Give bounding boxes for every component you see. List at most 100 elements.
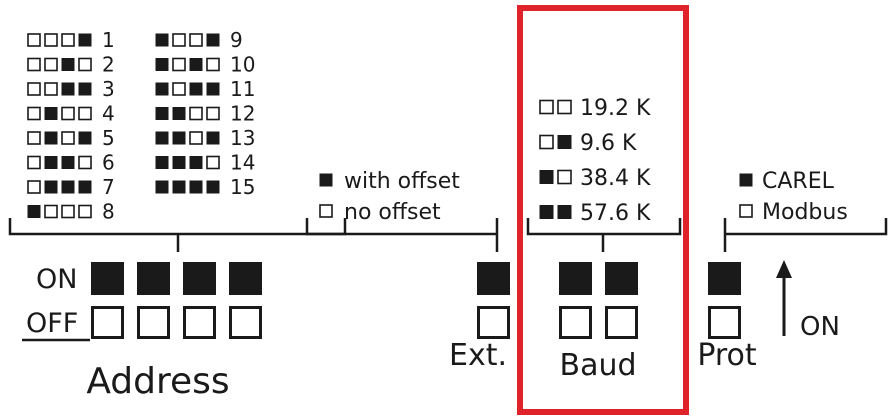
address-code-bit-filled	[61, 58, 75, 71]
baud-option-bit-filled	[557, 135, 572, 149]
ext-switch-on-position	[477, 262, 510, 295]
baud-bracket	[526, 218, 682, 252]
ext-option-bit-empty	[319, 204, 333, 218]
address-code-bit-filled	[206, 180, 220, 194]
address-code-bit-empty	[61, 106, 75, 121]
address-code-label: 14	[230, 151, 255, 175]
address-code-label: 12	[230, 102, 255, 126]
address-code-bit-filled	[44, 107, 58, 120]
baud-option-bit-empty	[539, 134, 554, 150]
baud-switch-off-position	[605, 306, 638, 339]
address-code-bit-empty	[189, 131, 203, 145]
address-code-bit-filled	[172, 107, 186, 120]
address-switch-off-position	[183, 306, 216, 339]
baud-option-bit-empty	[557, 99, 572, 115]
address-code-bit-filled	[61, 156, 75, 169]
address-switch-off-position	[91, 306, 124, 339]
address-code-bit-empty	[61, 131, 75, 145]
ext-option-label: no offset	[344, 200, 441, 225]
address-code-bit-empty	[78, 106, 92, 121]
address-code-bit-filled	[155, 58, 169, 71]
address-code-bit-filled	[155, 131, 169, 145]
address-code-bit-empty	[61, 204, 75, 219]
address-code-bit-empty	[172, 82, 186, 96]
address-code-label: 2	[102, 53, 115, 77]
address-switch-on-position	[91, 262, 124, 295]
baud-option-label: 9.6 K	[580, 131, 637, 156]
ext-legend: with offset no offset	[319, 169, 460, 225]
address-code-bit-filled	[155, 180, 169, 194]
address-code-label: 4	[102, 102, 115, 126]
address-code-label: 5	[102, 126, 115, 150]
address-code-bit-filled	[44, 131, 58, 145]
baud-option-label: 57.6 K	[580, 201, 651, 226]
address-code-bit-filled	[61, 180, 75, 194]
address-code-label: 15	[230, 175, 255, 199]
address-code-label: 6	[102, 151, 115, 175]
address-code-label: 3	[102, 77, 115, 101]
baud-highlight-frame	[517, 5, 689, 415]
address-code-bit-filled	[78, 82, 92, 96]
prot-option-label: Modbus	[762, 200, 848, 225]
address-code-label: 13	[230, 126, 255, 150]
address-code-bit-empty	[27, 131, 41, 145]
address-code-bit-filled	[206, 33, 220, 47]
address-code-bit-empty	[27, 155, 41, 170]
prot-legend: CAREL Modbus	[739, 169, 848, 225]
baud-option-label: 38.4 K	[580, 166, 651, 191]
address-bracket	[8, 218, 347, 252]
address-code-bit-filled	[189, 180, 203, 194]
off-label: OFF	[26, 308, 78, 339]
address-code-bit-filled	[78, 33, 92, 47]
baud-option-bit-empty	[539, 99, 554, 115]
baud-switch-on-position	[605, 262, 638, 295]
prot-bracket	[723, 218, 888, 252]
switch-bank	[91, 262, 741, 339]
address-code-bit-empty	[27, 57, 41, 72]
address-code-bit-empty	[27, 106, 41, 121]
address-code-bit-empty	[44, 204, 58, 219]
address-code-bit-filled	[155, 156, 169, 169]
address-code-label: 10	[230, 53, 255, 77]
address-code-bit-empty	[206, 106, 220, 121]
address-code-bit-empty	[78, 155, 92, 170]
baud-option-bit-filled	[557, 205, 572, 219]
on-indicator-label: ON	[800, 312, 840, 342]
address-code-bit-empty	[27, 33, 41, 47]
address-code-bit-filled	[189, 82, 203, 96]
address-code-bit-filled	[172, 156, 186, 169]
prot-option-bit-empty	[739, 204, 753, 218]
ext-option-bit-filled	[319, 173, 333, 187]
prot-option-label: CAREL	[762, 169, 835, 194]
baud-legend: 19.2 K9.6 K38.4 K57.6 K	[539, 96, 651, 226]
address-code-bit-filled	[206, 82, 220, 96]
address-code-bit-empty	[27, 82, 41, 96]
prot-switch-on-position	[708, 262, 741, 295]
address-switch-on-position	[183, 262, 216, 295]
address-code-bit-filled	[155, 82, 169, 96]
address-code-bit-filled	[78, 180, 92, 194]
address-code-label: 11	[230, 77, 255, 101]
baud-switch-on-position	[559, 262, 592, 295]
on-label: ON	[36, 264, 77, 295]
on-arrow-icon	[776, 260, 792, 278]
address-code-bit-empty	[61, 33, 75, 47]
address-code-label: 9	[230, 28, 243, 52]
address-code-bit-filled	[78, 131, 92, 145]
baud-option-bit-empty	[557, 169, 572, 185]
address-code-bit-empty	[172, 57, 186, 72]
prot-switch-off-position	[708, 306, 741, 339]
address-code-label: 1	[102, 28, 115, 52]
address-code-bit-filled	[206, 131, 220, 145]
baud-switch-off-position	[559, 306, 592, 339]
address-code-bit-empty	[78, 57, 92, 72]
ext-option-label: with offset	[344, 169, 460, 194]
baud-option-bit-filled	[539, 205, 554, 219]
address-code-bit-empty	[189, 106, 203, 121]
baud-option-bit-filled	[539, 170, 554, 184]
address-code-bit-filled	[155, 33, 169, 47]
address-code-bit-empty	[44, 57, 58, 72]
address-code-bit-filled	[61, 82, 75, 96]
